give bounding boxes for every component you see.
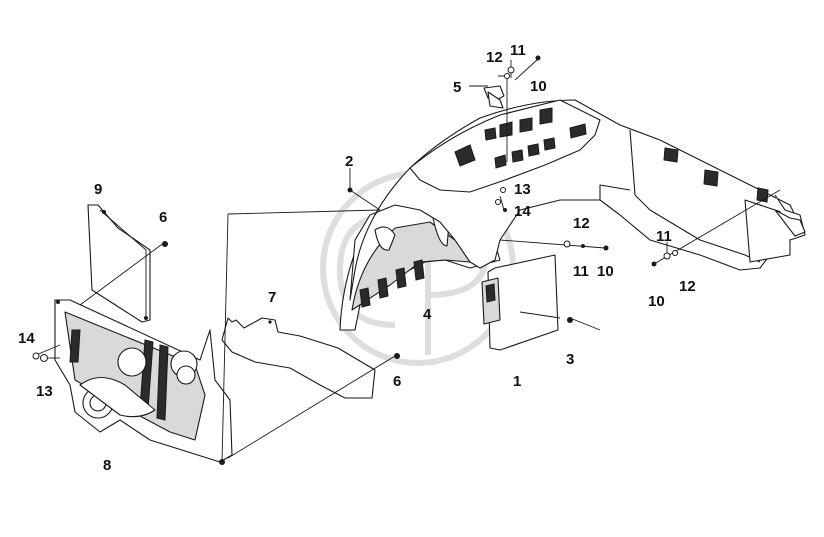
- callout-11-right: 11: [656, 228, 672, 245]
- callout-13-left: 13: [36, 383, 53, 400]
- callout-6-right: 6: [159, 209, 167, 226]
- part-5-bracket: [483, 85, 505, 109]
- hardware-fasteners: [32, 55, 678, 362]
- callout-12-right: 12: [679, 278, 696, 295]
- callout-10-top: 10: [530, 78, 547, 95]
- callout-7: 7: [268, 289, 276, 306]
- callout-12-mid: 12: [573, 215, 590, 232]
- callout-12-top: 12: [486, 49, 503, 66]
- callout-10-right: 10: [648, 293, 665, 310]
- callout-14-right: 14: [514, 203, 531, 220]
- callout-2: 2: [345, 153, 353, 170]
- callout-11-mid: 11: [573, 263, 589, 280]
- callout-1: 1: [513, 373, 521, 390]
- callout-10-mid: 10: [597, 263, 614, 280]
- callout-5: 5: [453, 79, 461, 96]
- part-8-liner: [54, 299, 233, 465]
- callout-13-right: 13: [514, 181, 531, 198]
- callout-11-top: 11: [510, 42, 526, 59]
- part-7-panel: [221, 317, 376, 399]
- callout-labels: 1 2 3 4 5 6 6 7 8 9 10 10 10 11 11 11 12…: [18, 42, 696, 474]
- part-9-panel: [87, 204, 151, 323]
- part-1-fender-body: [349, 99, 806, 301]
- callout-14-left: 14: [18, 330, 35, 347]
- callout-9: 9: [94, 181, 102, 198]
- part-3-mudflap: [481, 254, 559, 351]
- callout-3: 3: [566, 351, 574, 368]
- callout-4: 4: [423, 306, 432, 323]
- callout-6-center: 6: [393, 373, 401, 390]
- leader-lines: [35, 59, 781, 463]
- callout-8: 8: [103, 457, 111, 474]
